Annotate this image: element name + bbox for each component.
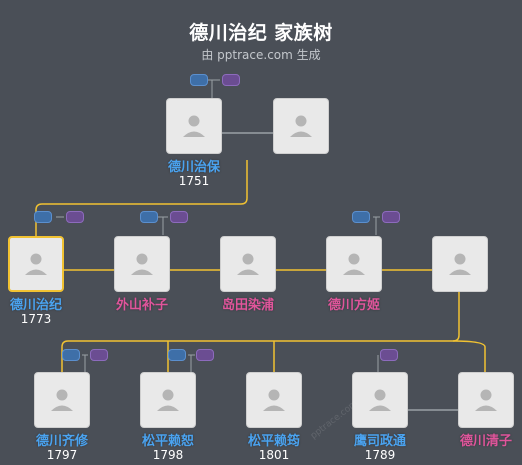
person-avatar-icon [343, 253, 365, 275]
person-avatar-icon [369, 389, 391, 411]
person-card[interactable] [220, 236, 276, 292]
person-avatar-icon [157, 389, 179, 411]
person-avatar-icon [183, 115, 205, 137]
female-link-chip[interactable] [382, 211, 400, 223]
person-card-selected[interactable] [8, 236, 64, 292]
person-avatar-icon [237, 253, 259, 275]
person-card[interactable] [140, 372, 196, 428]
person-avatar-icon [25, 253, 47, 275]
person-birth-year: 1773 [20, 312, 52, 326]
person-name[interactable]: 德川齐修 [35, 434, 88, 449]
male-link-chip[interactable] [140, 211, 158, 223]
person-card[interactable] [432, 236, 488, 292]
female-link-chip[interactable] [222, 74, 240, 86]
descent-line [61, 292, 460, 372]
person-card[interactable] [34, 372, 90, 428]
person-card[interactable] [166, 98, 222, 154]
female-link-chip[interactable] [196, 349, 214, 361]
person-avatar-icon [290, 115, 312, 137]
male-link-chip[interactable] [190, 74, 208, 86]
person-birth-year: 1797 [46, 448, 78, 462]
person-avatar-icon [51, 389, 73, 411]
person-name[interactable]: 岛田染浦 [221, 298, 274, 313]
person-avatar-icon [475, 389, 497, 411]
person-name[interactable]: 鹰司政通 [353, 434, 406, 449]
person-avatar-icon [131, 253, 153, 275]
person-avatar-icon [449, 253, 471, 275]
person-name[interactable]: 松平赖筠 [247, 434, 300, 449]
descent-line [35, 160, 248, 236]
person-avatar-icon [263, 389, 285, 411]
person-birth-year: 1798 [152, 448, 184, 462]
person-card[interactable] [458, 372, 514, 428]
person-name[interactable]: 德川治纪 [9, 298, 62, 313]
female-link-chip[interactable] [66, 211, 84, 223]
person-birth-year: 1789 [364, 448, 396, 462]
page-subtitle: 由 pptrace.com 生成 [201, 48, 321, 62]
female-link-chip[interactable] [380, 349, 398, 361]
person-card[interactable] [246, 372, 302, 428]
page-title: 德川治纪 家族树 [189, 22, 333, 44]
person-name[interactable]: 德川方姬 [327, 298, 380, 313]
person-card[interactable] [352, 372, 408, 428]
descent-line [452, 340, 486, 372]
female-link-chip[interactable] [170, 211, 188, 223]
person-name[interactable]: 德川治保 [167, 160, 220, 175]
male-link-chip[interactable] [34, 211, 52, 223]
person-birth-year: 1801 [258, 448, 290, 462]
female-link-chip[interactable] [90, 349, 108, 361]
person-name[interactable]: 松平赖恕 [141, 434, 194, 449]
person-name[interactable]: 外山补子 [115, 298, 168, 313]
person-birth-year: 1751 [178, 174, 210, 188]
person-card[interactable] [326, 236, 382, 292]
male-link-chip[interactable] [352, 211, 370, 223]
person-card[interactable] [273, 98, 329, 154]
person-card[interactable] [114, 236, 170, 292]
male-link-chip[interactable] [168, 349, 186, 361]
person-name[interactable]: 德川清子 [459, 434, 512, 449]
male-link-chip[interactable] [62, 349, 80, 361]
